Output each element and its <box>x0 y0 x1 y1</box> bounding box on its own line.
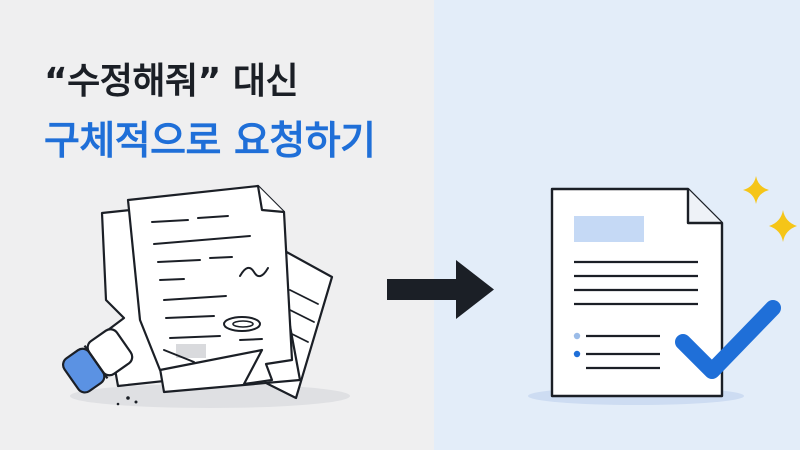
arrow-right-icon <box>387 260 494 319</box>
headline-line-2: 구체적으로 요청하기 <box>44 119 376 164</box>
eraser-icon <box>61 328 134 394</box>
crumpled-papers-icon <box>70 184 350 408</box>
eraser-crumbs <box>116 396 138 406</box>
sparkle-icon <box>743 176 769 204</box>
sparkle-icon <box>769 210 797 242</box>
checkmark-icon <box>675 300 781 379</box>
headline-line-1: “수정해줘” 대신 <box>44 61 299 102</box>
headline: “수정해줘” 대신 구체적으로 요청하기 <box>44 52 376 166</box>
